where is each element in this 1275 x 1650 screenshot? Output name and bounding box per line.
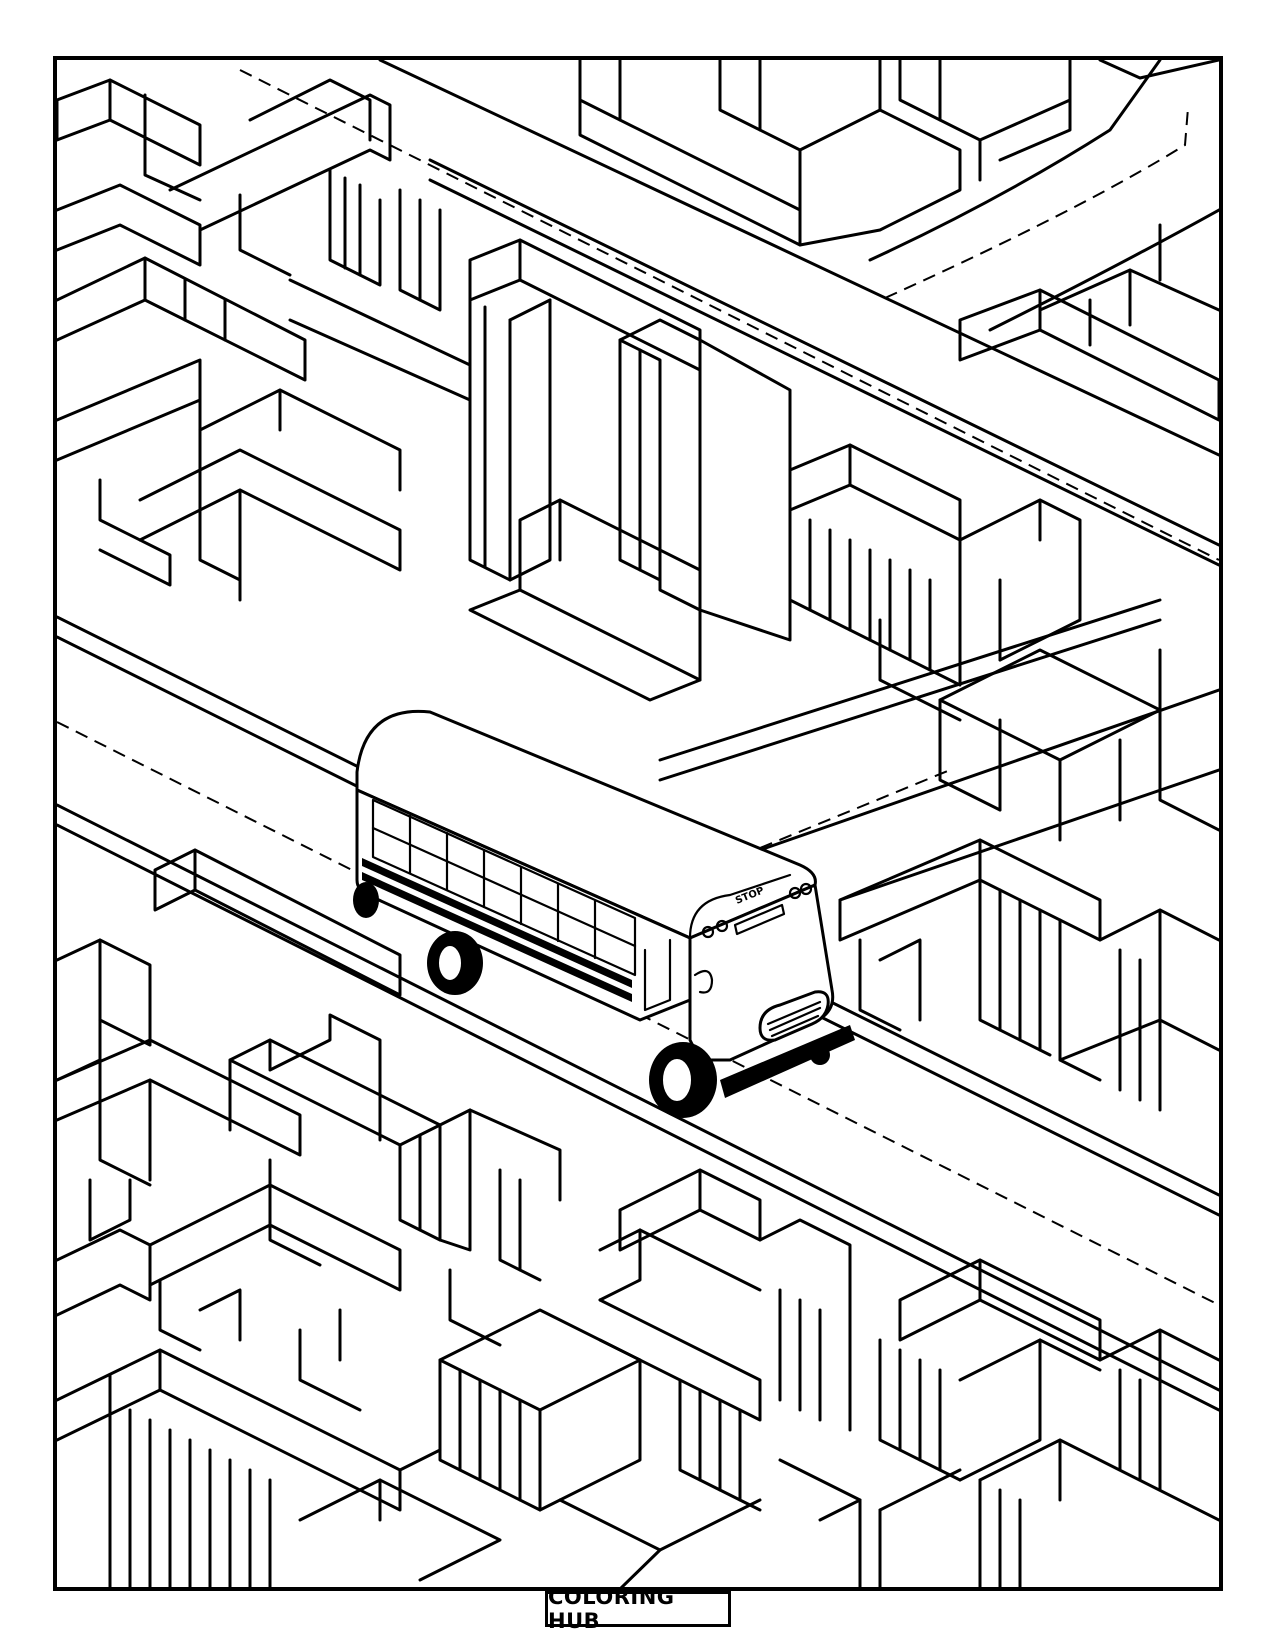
cross-road (658, 598, 1219, 902)
brand-label: COLORING HUB (548, 1585, 675, 1633)
brand-logo: COLORING HUB (545, 1585, 731, 1633)
city-blocks (57, 60, 1219, 1587)
page-border (53, 56, 1223, 1591)
school-bus: STOP (353, 709, 855, 1118)
bus-windows (371, 798, 637, 977)
bus-wheels (353, 882, 830, 1118)
bus-grille (758, 990, 830, 1042)
upper-road (239, 60, 1219, 567)
road-center-dashes (57, 721, 1219, 1306)
